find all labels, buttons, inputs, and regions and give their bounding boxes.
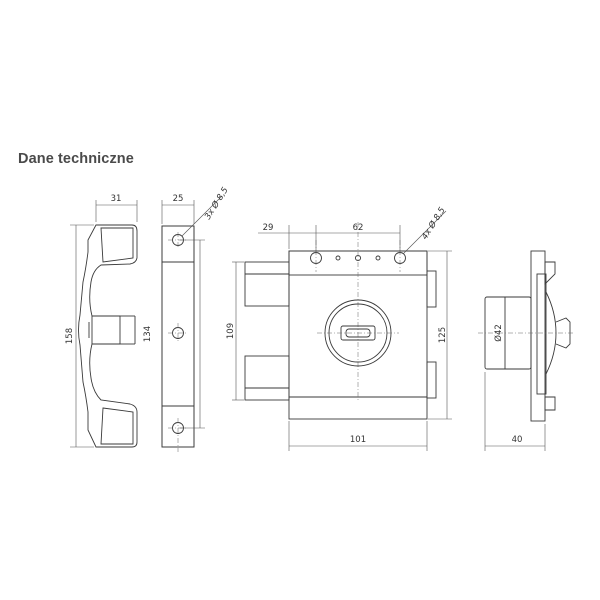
dim-42: Ø42 [493, 324, 504, 342]
dim-40-label: 40 [512, 435, 523, 445]
dim-25-label: 25 [173, 194, 184, 204]
dim-holes-4: 4x Ø 8,5 [402, 205, 448, 255]
strike-plate-view [161, 225, 195, 452]
dim-40: 40 [484, 372, 546, 451]
dim-62-label: 62 [353, 223, 364, 233]
lock-body-view [244, 222, 437, 420]
dim-42-label: Ø42 [493, 324, 504, 342]
dim-134: 134 [143, 239, 205, 429]
dim-holes-3-label: 3x Ø 8,5 [202, 185, 230, 221]
page-title: Dane techniczne [18, 151, 134, 167]
side-profile-view [78, 224, 138, 448]
dim-101: 101 [288, 421, 428, 451]
dim-125: 125 [428, 250, 452, 420]
dim-158-label: 158 [65, 328, 75, 344]
dim-62: 62 [316, 223, 401, 252]
dim-101-label: 101 [350, 435, 366, 445]
dim-125-label: 125 [438, 327, 448, 343]
dim-134-label: 134 [143, 326, 153, 342]
dim-31: 31 [95, 194, 138, 222]
dim-25: 25 [161, 194, 195, 224]
dim-holes-3: 3x Ø 8,5 [181, 185, 231, 237]
dim-109-label: 109 [226, 323, 236, 339]
dim-158: 158 [65, 224, 94, 448]
dim-holes-4-label: 4x Ø 8,5 [419, 205, 447, 241]
dim-29-label: 29 [263, 223, 274, 233]
dim-109: 109 [226, 261, 244, 401]
dim-29: 29 [258, 223, 317, 252]
dim-31-label: 31 [111, 194, 122, 204]
lock-side-view [478, 250, 575, 422]
